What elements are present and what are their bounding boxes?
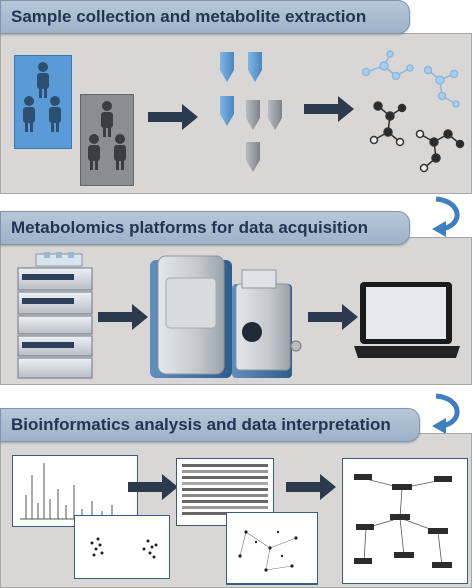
flow-arrow-right bbox=[128, 474, 178, 500]
mass-spectrometer-icon bbox=[150, 255, 302, 378]
person-icon-group bbox=[23, 62, 61, 132]
flow-arrow-right bbox=[308, 304, 358, 330]
laptop-icon bbox=[354, 282, 460, 358]
network-plot-icon bbox=[226, 512, 318, 585]
curved-arrow-icon bbox=[432, 196, 460, 237]
section-sample-collection-header: Sample collection and metabolite extract… bbox=[0, 0, 410, 34]
section-bioinformatics-header: Bioinformatics analysis and data interpr… bbox=[0, 408, 420, 442]
flow-arrow-right bbox=[286, 474, 336, 500]
person-icon-group bbox=[88, 101, 126, 170]
metabolite-molecules-icon bbox=[361, 50, 465, 173]
flow-arrow-right bbox=[304, 96, 354, 122]
scatter-plot-icon bbox=[74, 515, 170, 579]
flow-arrow-right bbox=[148, 104, 198, 130]
pathway-map-icon bbox=[342, 458, 468, 584]
gray-subject-group bbox=[80, 94, 134, 186]
chromatography-instrument-icon bbox=[17, 252, 93, 379]
sample-tubes-icon bbox=[220, 52, 282, 172]
curved-arrow-icon bbox=[432, 393, 460, 434]
flow-arrow-right bbox=[98, 304, 148, 330]
blue-subject-group bbox=[14, 55, 72, 149]
section-data-acquisition-header: Metabolomics platforms for data acquisit… bbox=[0, 211, 410, 245]
